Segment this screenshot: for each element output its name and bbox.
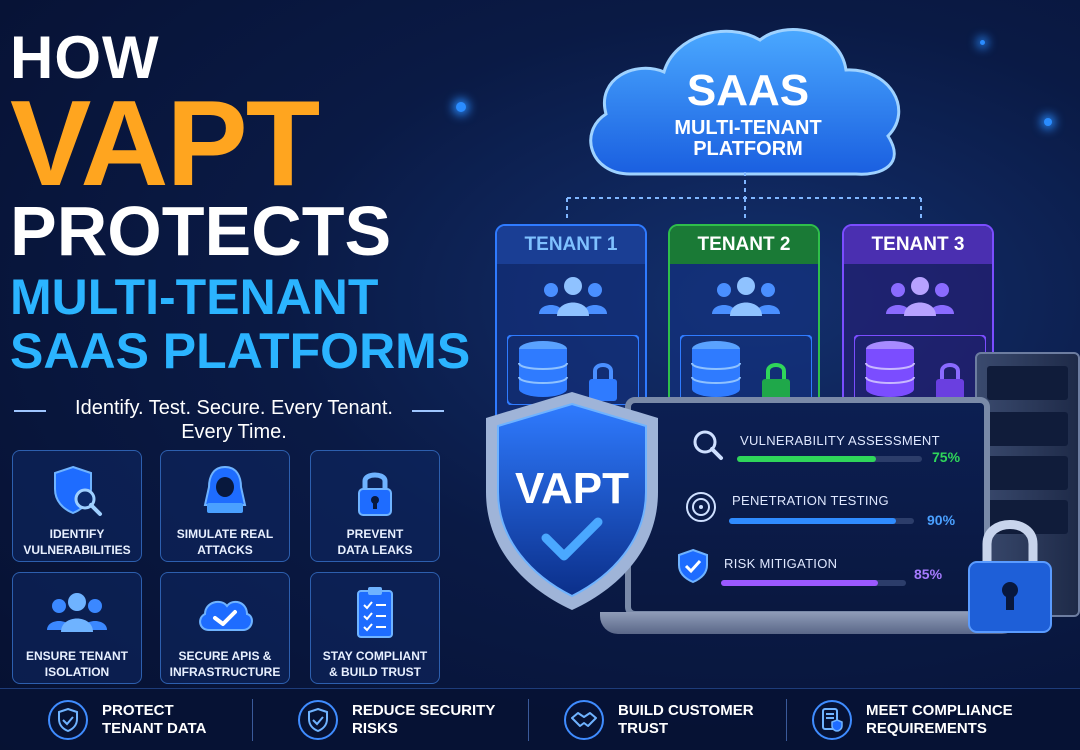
target-icon xyxy=(686,492,716,522)
feature-label-line-2: DATA LEAKS xyxy=(337,542,413,557)
feature-label-line-1: PREVENT xyxy=(346,527,404,541)
glow-dot xyxy=(456,102,466,112)
glow-dot xyxy=(1044,118,1052,126)
dashboard-item-label: PENETRATION TESTING xyxy=(732,493,889,508)
vapt-shield-icon xyxy=(486,392,658,610)
tenant-card-2: TENANT 2 xyxy=(668,224,820,424)
feature-label-line-1: STAY COMPLIANT xyxy=(322,649,428,663)
feature-stay-compliant: STAY COMPLIANT& BUILD TRUST xyxy=(310,572,440,684)
feature-label-line-1: ENSURE TENANT xyxy=(25,649,128,663)
vapt-shield-label: VAPT xyxy=(514,464,630,513)
database-lock-icon xyxy=(679,334,813,406)
progress-fill xyxy=(737,456,876,462)
cloud-check-icon xyxy=(161,583,289,643)
divider xyxy=(528,699,529,741)
feature-label-line-2: ATTACKS xyxy=(197,542,253,557)
cloud-subtitle-line-1: MULTI-TENANT xyxy=(674,117,822,139)
users-icon xyxy=(13,583,141,643)
magnifier-icon xyxy=(693,430,723,460)
headline-vapt: VAPT xyxy=(10,75,320,211)
feature-secure-apis-infrastructure: SECURE APIS &INFRASTRUCTURE xyxy=(160,572,290,684)
handshake-icon xyxy=(564,700,604,740)
headline-saas-platforms: SAAS PLATFORMS xyxy=(10,323,471,379)
benefit-line-1: REDUCE SECURITY xyxy=(352,702,496,719)
shield-check-icon xyxy=(298,700,338,740)
benefit-line-1: PROTECT xyxy=(102,702,174,719)
tagline-rule-right xyxy=(412,410,444,412)
benefit-line-2: REQUIREMENTS xyxy=(866,720,987,737)
headline-multi-tenant: MULTI-TENANT xyxy=(10,269,379,325)
tenant-label: TENANT 2 xyxy=(670,226,818,264)
tenant-label: TENANT 1 xyxy=(497,226,645,264)
headline-protects: PROTECTS xyxy=(10,192,392,270)
padlock-icon xyxy=(968,520,1052,633)
checklist-icon xyxy=(311,583,439,643)
tagline-rule-left xyxy=(14,410,46,412)
cloud-subtitle: MULTI-TENANT PLATFORM xyxy=(640,118,856,160)
progress-percent: 90% xyxy=(927,512,956,528)
padlock-icon xyxy=(311,461,439,521)
shield-search-icon xyxy=(13,461,141,521)
feature-label-line-1: IDENTIFY xyxy=(49,527,105,541)
benefit-line-1: MEET COMPLIANCE xyxy=(866,702,1013,719)
divider xyxy=(786,699,787,741)
glow-dot xyxy=(980,40,985,45)
users-icon xyxy=(539,277,607,316)
benefit-line-1: BUILD CUSTOMER xyxy=(618,702,754,719)
feature-label-line-2: ISOLATION xyxy=(44,664,110,679)
tenant-card-1: TENANT 1 xyxy=(495,224,647,424)
progress-fill xyxy=(729,518,896,524)
tenant-label: TENANT 3 xyxy=(844,226,992,264)
progress-percent: 85% xyxy=(914,566,943,582)
benefit-line-2: TRUST xyxy=(618,720,668,737)
feature-label-line-2: INFRASTRUCTURE xyxy=(169,664,281,679)
feature-label-line-1: SECURE APIS & xyxy=(178,649,272,663)
dashboard-item-label: RISK MITIGATION xyxy=(724,556,838,571)
cloud-connectors xyxy=(566,172,922,222)
users-icon xyxy=(886,277,954,316)
feature-label-line-1: SIMULATE REAL xyxy=(176,527,274,541)
hacker-icon xyxy=(161,461,289,521)
headline-how: HOW xyxy=(10,24,160,91)
tenant-card-3: TENANT 3 xyxy=(842,224,994,424)
progress-fill xyxy=(721,580,879,586)
shield-check-icon xyxy=(678,548,708,584)
progress-percent: 75% xyxy=(932,449,961,465)
divider xyxy=(252,699,253,741)
cloud-subtitle-line-2: PLATFORM xyxy=(693,138,803,160)
feature-label-line-2: VULNERABILITIES xyxy=(23,542,131,557)
shield-check-icon xyxy=(48,700,88,740)
tagline: Identify. Test. Secure. Every Tenant. Ev… xyxy=(14,396,454,444)
cloud-title: SAAS xyxy=(686,66,810,115)
benefit-line-2: RISKS xyxy=(352,720,398,737)
dashboard-item-label: VULNERABILITY ASSESSMENT xyxy=(740,433,940,448)
tagline-line-1: Identify. Test. Secure. Every Tenant. xyxy=(75,397,393,419)
document-shield-icon xyxy=(812,700,852,740)
cloud-shape xyxy=(589,28,901,176)
users-icon xyxy=(712,277,780,316)
benefit-line-2: TENANT DATA xyxy=(102,720,207,737)
laptop-base xyxy=(600,612,1020,634)
database-lock-icon xyxy=(853,334,987,406)
feature-label-line-2: & BUILD TRUST xyxy=(329,664,421,679)
tagline-line-2: Every Time. xyxy=(181,421,287,443)
